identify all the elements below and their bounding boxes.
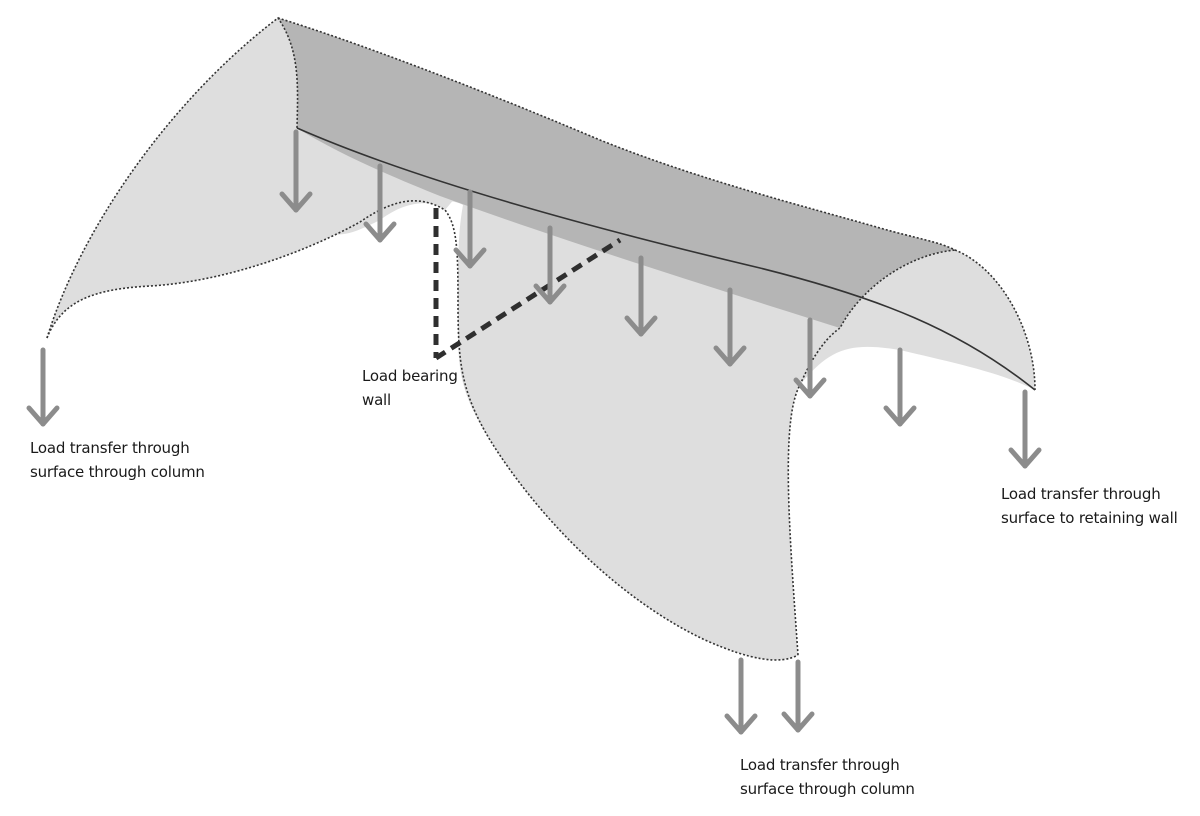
down-arrow-icon (781, 659, 815, 733)
shell-outlines (46, 16, 1036, 661)
down-arrow-icon (624, 255, 658, 337)
label-retaining-wall-line1: Load transfer through (1001, 485, 1161, 503)
label-bearing-wall: Load bearing wall (362, 364, 458, 412)
outline-left-arch (46, 16, 299, 339)
label-retaining-wall-line2: surface to retaining wall (1001, 509, 1178, 527)
arrow-head (793, 377, 827, 399)
down-arrow-icon (26, 347, 60, 427)
arrow-head (279, 191, 313, 213)
down-arrow-icon (363, 163, 397, 243)
down-arrow-icon (1008, 389, 1042, 469)
arrow-head (533, 283, 567, 305)
arrow-head (1008, 447, 1042, 469)
load-arrows (26, 129, 1042, 735)
label-column-left-line1: Load transfer through (30, 439, 190, 457)
down-arrow-icon (724, 657, 758, 735)
load-bearing-wall (433, 208, 622, 361)
shell-left-lobe (47, 18, 455, 338)
shell-roof-band (278, 18, 955, 328)
shell-front-sheet (297, 128, 1035, 660)
label-column-bottom-line2: surface through column (740, 780, 915, 798)
label-column-left-line2: surface through column (30, 463, 205, 481)
arrow-head (453, 247, 487, 269)
down-arrow-icon (453, 189, 487, 269)
label-column-bottom: Load transfer through surface through co… (740, 753, 915, 801)
label-column-bottom-line1: Load transfer through (740, 756, 900, 774)
arrow-head (26, 405, 60, 427)
label-retaining-wall: Load transfer through surface to retaini… (1001, 482, 1178, 530)
label-bearing-wall-line2: wall (362, 391, 391, 409)
arrow-head (363, 221, 397, 243)
ridge-line (296, 127, 1036, 391)
outline-roof-top (277, 17, 956, 251)
label-column-left: Load transfer through surface through co… (30, 436, 205, 484)
arrow-head (724, 713, 758, 735)
arrow-head (781, 711, 815, 733)
label-bearing-wall-line1: Load bearing (362, 367, 458, 385)
arrow-head (883, 405, 917, 427)
outline-right-arch (954, 249, 1036, 391)
outline-right-inner (787, 249, 956, 656)
down-arrow-icon (883, 347, 917, 427)
arrow-head (713, 345, 747, 367)
arrow-head (624, 315, 658, 337)
down-arrow-icon (713, 287, 747, 367)
outline-left-base (46, 200, 799, 661)
wall-diagonal-edge (434, 237, 622, 361)
down-arrow-icon (793, 317, 827, 399)
down-arrow-icon (533, 225, 567, 305)
down-arrow-icon (279, 129, 313, 213)
